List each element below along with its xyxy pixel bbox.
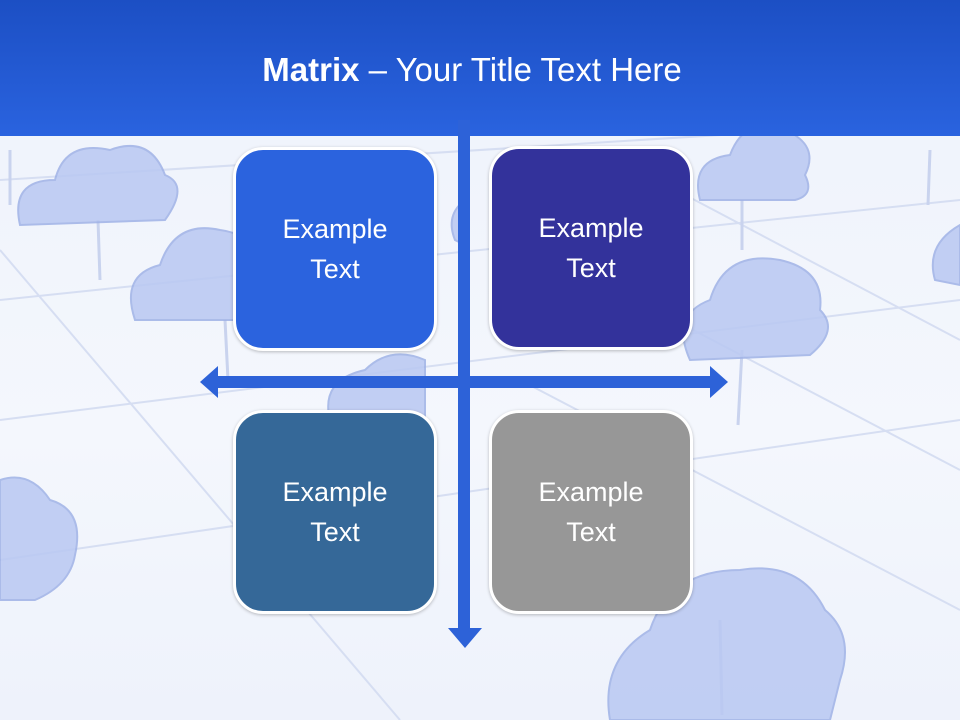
- vertical-axis: [458, 120, 470, 630]
- quadrant-text: Example Text: [282, 214, 388, 284]
- quadrant-bottom-left[interactable]: Example Text: [233, 410, 437, 614]
- down-arrow-head: [448, 628, 482, 648]
- quadrant-text: Example Text: [282, 477, 388, 547]
- slide-title-bold: Matrix: [262, 51, 360, 88]
- slide-title-rest: – Your Title Text Here: [359, 51, 682, 88]
- right-arrow-head: [710, 366, 728, 398]
- quadrant-top-left[interactable]: Example Text: [233, 147, 437, 351]
- slide-title: Matrix – Your Title Text Here: [0, 48, 944, 92]
- quadrant-text: Example Text: [538, 477, 644, 547]
- quadrant-bottom-right[interactable]: Example Text: [489, 410, 693, 614]
- quadrant-text: Example Text: [538, 213, 644, 283]
- title-bar: [0, 0, 960, 136]
- quadrant-top-right[interactable]: Example Text: [489, 146, 693, 350]
- left-arrow-head: [200, 366, 218, 398]
- horizontal-axis: [216, 376, 712, 388]
